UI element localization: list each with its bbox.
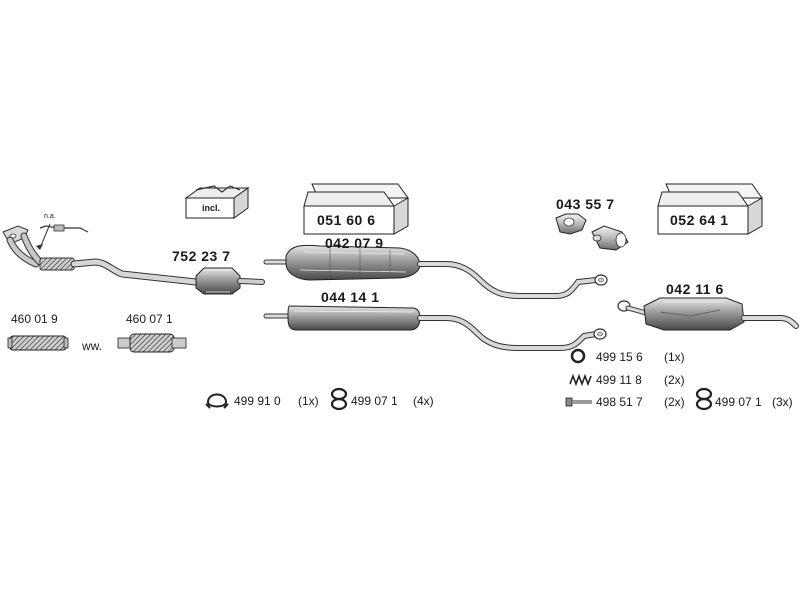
fitting-qty: (2x) xyxy=(664,373,685,387)
fitting-qty: (1x) xyxy=(664,350,685,364)
fitting-qty: (1x) xyxy=(298,394,319,408)
middle-silencer-2 xyxy=(263,305,607,351)
connector-part-number: 043 55 7 xyxy=(556,196,615,212)
kit-2-part-number: 052 64 1 xyxy=(670,212,729,228)
rear-silencer-part-number: 042 11 6 xyxy=(666,281,724,297)
fitting-part-number: 499 11 8 xyxy=(596,373,642,387)
fitting-qty: (2x) xyxy=(664,395,685,409)
ring-icon xyxy=(570,348,586,364)
fitting-part-number: 499 07 1 xyxy=(715,395,762,409)
middle-silencer-1-part-number: 042 07 9 xyxy=(325,235,384,251)
bolt-icon xyxy=(565,397,592,407)
incl-label: incl. xyxy=(202,203,221,213)
kit-box-2 xyxy=(657,183,763,235)
fitting-part-number: 499 15 6 xyxy=(596,350,643,364)
fitting-part-number: 499 91 0 xyxy=(234,394,281,408)
rubber-hanger-icon-2 xyxy=(695,387,713,411)
fitting-qty: (4x) xyxy=(413,394,434,408)
rear-silencer xyxy=(617,297,799,331)
middle-silencer-2-part-number: 044 14 1 xyxy=(321,289,380,305)
flex-pipe-1 xyxy=(7,335,69,351)
ww-label: ww. xyxy=(82,339,103,353)
kit-1-part-number: 051 60 6 xyxy=(317,212,376,228)
front-pipe-part-number: 752 23 7 xyxy=(172,248,231,264)
fitting-part-number: 498 51 7 xyxy=(596,395,643,409)
flex-pipe-2 xyxy=(117,333,187,353)
front-pipe xyxy=(2,223,265,295)
incl-kit-box xyxy=(184,185,250,219)
na-note: n.a. xyxy=(44,213,56,220)
flex-pipe-2-part-number: 460 07 1 xyxy=(126,312,173,326)
spring-icon xyxy=(569,373,592,387)
kit-box-1 xyxy=(303,183,409,235)
middle-silencer-1 xyxy=(263,244,608,299)
connector-parts xyxy=(555,213,629,251)
fitting-part-number: 499 07 1 xyxy=(351,394,398,408)
rubber-hanger-icon xyxy=(330,387,348,411)
gasket-icon xyxy=(205,393,229,409)
fitting-qty: (3x) xyxy=(772,395,793,409)
flex-pipe-1-part-number: 460 01 9 xyxy=(11,312,58,326)
